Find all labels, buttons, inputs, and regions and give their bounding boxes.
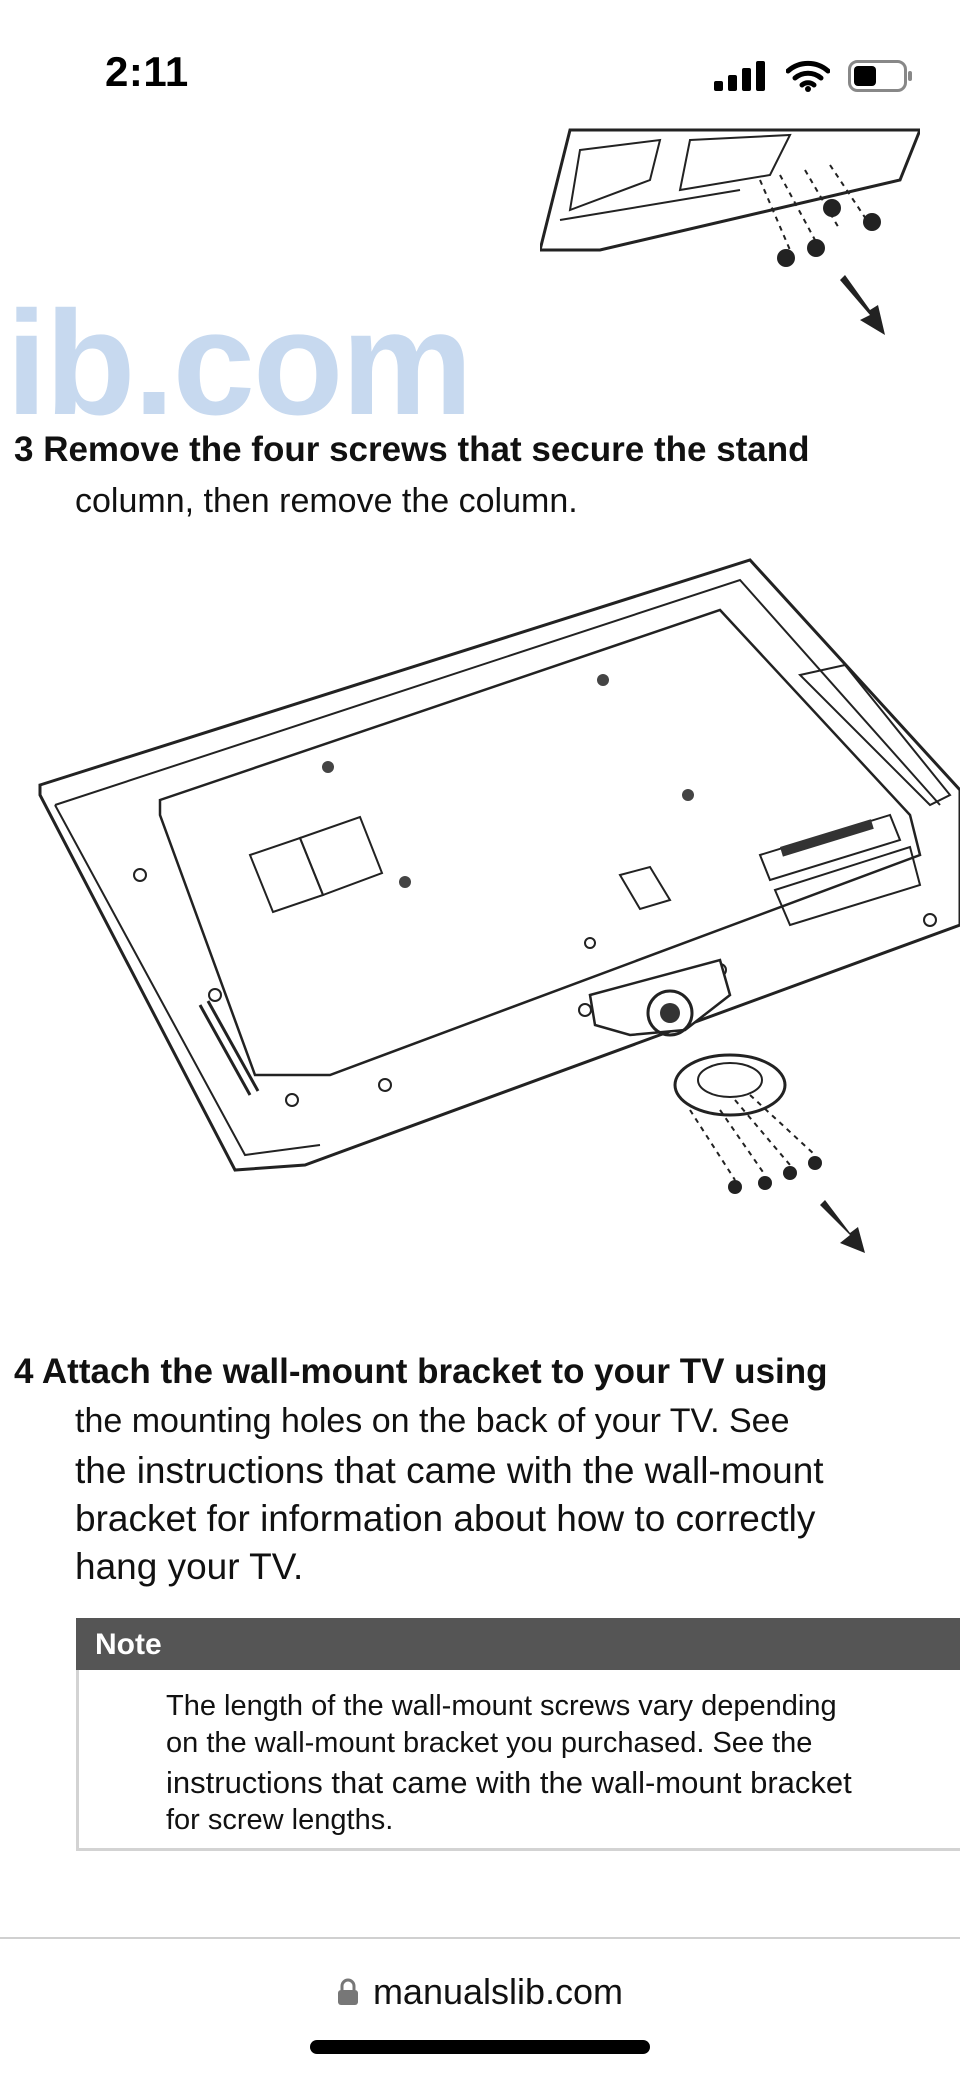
note-header <box>76 1618 960 1670</box>
note-box <box>76 1618 960 1851</box>
battery-icon <box>848 60 912 92</box>
cellular-signal-icon <box>714 61 765 91</box>
url-bar-divider <box>0 1937 960 1939</box>
wifi-icon <box>786 60 830 92</box>
note-line-1: The length of the wall-mount screws vary… <box>166 1690 837 1722</box>
step-4-line-2: the instructions that came with the wall… <box>75 1450 824 1491</box>
lock-icon <box>337 1978 358 2005</box>
stand-base-diagram <box>540 128 920 335</box>
status-time: 2:11 <box>105 48 189 95</box>
note-line-3: instructions that came with the wall-mou… <box>166 1765 852 1800</box>
note-title: Note <box>95 1628 162 1661</box>
step-4-heading: 4 Attach the wall-mount bracket to your … <box>14 1352 828 1391</box>
status-icons <box>714 56 914 96</box>
step-4-line-1: the mounting holes on the back of your T… <box>75 1402 790 1440</box>
step-4-line-3: bracket for information about how to cor… <box>75 1498 816 1539</box>
step-3-heading: 3 Remove the four screws that secure the… <box>14 430 810 469</box>
address-bar[interactable]: manualslib.com <box>0 1962 960 2022</box>
home-indicator[interactable] <box>310 2040 650 2054</box>
watermark-text: ib.com <box>6 281 473 446</box>
note-line-4: for screw lengths. <box>166 1804 394 1836</box>
url-text[interactable]: manualslib.com <box>372 1971 624 2012</box>
step-3-line: column, then remove the column. <box>75 482 578 520</box>
note-line-2: on the wall-mount bracket you purchased.… <box>166 1727 813 1759</box>
step-4-line-4: hang your TV. <box>75 1546 304 1587</box>
tv-back-diagram <box>38 558 960 1253</box>
